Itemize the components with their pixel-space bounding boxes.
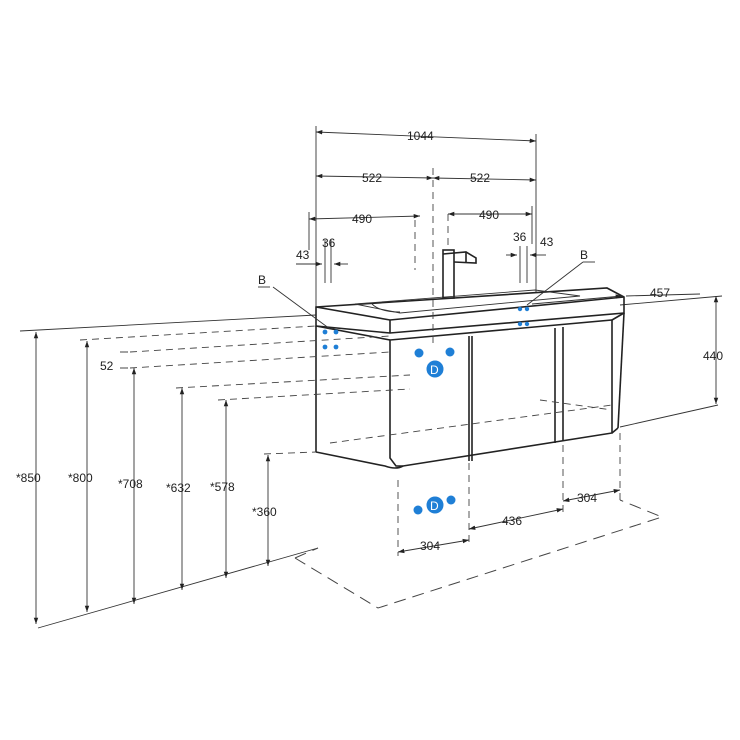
dim-edge-right-outer: 43 (540, 235, 554, 249)
supply-dot (414, 348, 424, 358)
wall-floor-lines (19, 295, 723, 629)
dim-half-right: 522 (470, 171, 490, 185)
supply-dot (445, 347, 455, 357)
dim-depth: 457 (650, 286, 670, 300)
connection-dot (322, 344, 328, 350)
dim-edge-right-inner: 36 (513, 230, 527, 244)
dim-total-width: 1044 (407, 129, 434, 143)
connection-dot (517, 306, 523, 312)
right-dimensions: 457 440 (531, 286, 723, 404)
dim-height-850: *850 (16, 471, 41, 485)
drain-label-top: D (430, 363, 439, 377)
dim-inner-left: 490 (352, 212, 372, 226)
dim-height: 440 (703, 349, 723, 363)
dim-edge-left-outer: 43 (296, 248, 310, 262)
dim-height-578: *578 (210, 480, 235, 494)
dim-edge-left-inner: 36 (322, 236, 336, 250)
drain-symbol-wall: D (414, 347, 455, 379)
point-b-markers: B B (258, 248, 595, 350)
label-point-b-right: B (580, 248, 588, 262)
dim-height-360: *360 (252, 505, 277, 519)
dim-floor-left: 304 (420, 539, 440, 553)
dim-gap-52: 52 (100, 359, 114, 373)
faucet (442, 249, 477, 299)
left-heights: 52 *850 *800 *708 *632 *578 *360 (16, 325, 411, 624)
drain-symbol-floor: D (413, 495, 456, 515)
connection-dot (333, 344, 339, 350)
connection-dot (322, 329, 328, 335)
drain-icon (425, 495, 445, 515)
label-point-b-left: B (258, 273, 266, 287)
connection-dot (517, 321, 523, 327)
top-dimensions: 1044 522 522 490 490 43 36 36 43 (296, 126, 554, 345)
drain-icon (425, 359, 445, 379)
cabinet-body (315, 287, 625, 469)
dim-floor-right: 304 (577, 491, 597, 505)
connection-dot (524, 321, 530, 327)
dim-inner-right: 490 (479, 208, 499, 222)
floor-outline (294, 499, 664, 609)
supply-dot (413, 505, 423, 515)
connection-dot (524, 306, 530, 312)
supply-dot (446, 495, 456, 505)
dim-height-800: *800 (68, 471, 93, 485)
dim-half-left: 522 (362, 171, 382, 185)
dim-height-632: *632 (166, 481, 191, 495)
dim-height-708: *708 (118, 477, 143, 491)
floor-dimensions: 304 436 304 (397, 433, 621, 556)
connection-dot (333, 329, 339, 335)
drain-label-floor: D (430, 499, 439, 513)
dim-floor-mid: 436 (502, 514, 522, 528)
